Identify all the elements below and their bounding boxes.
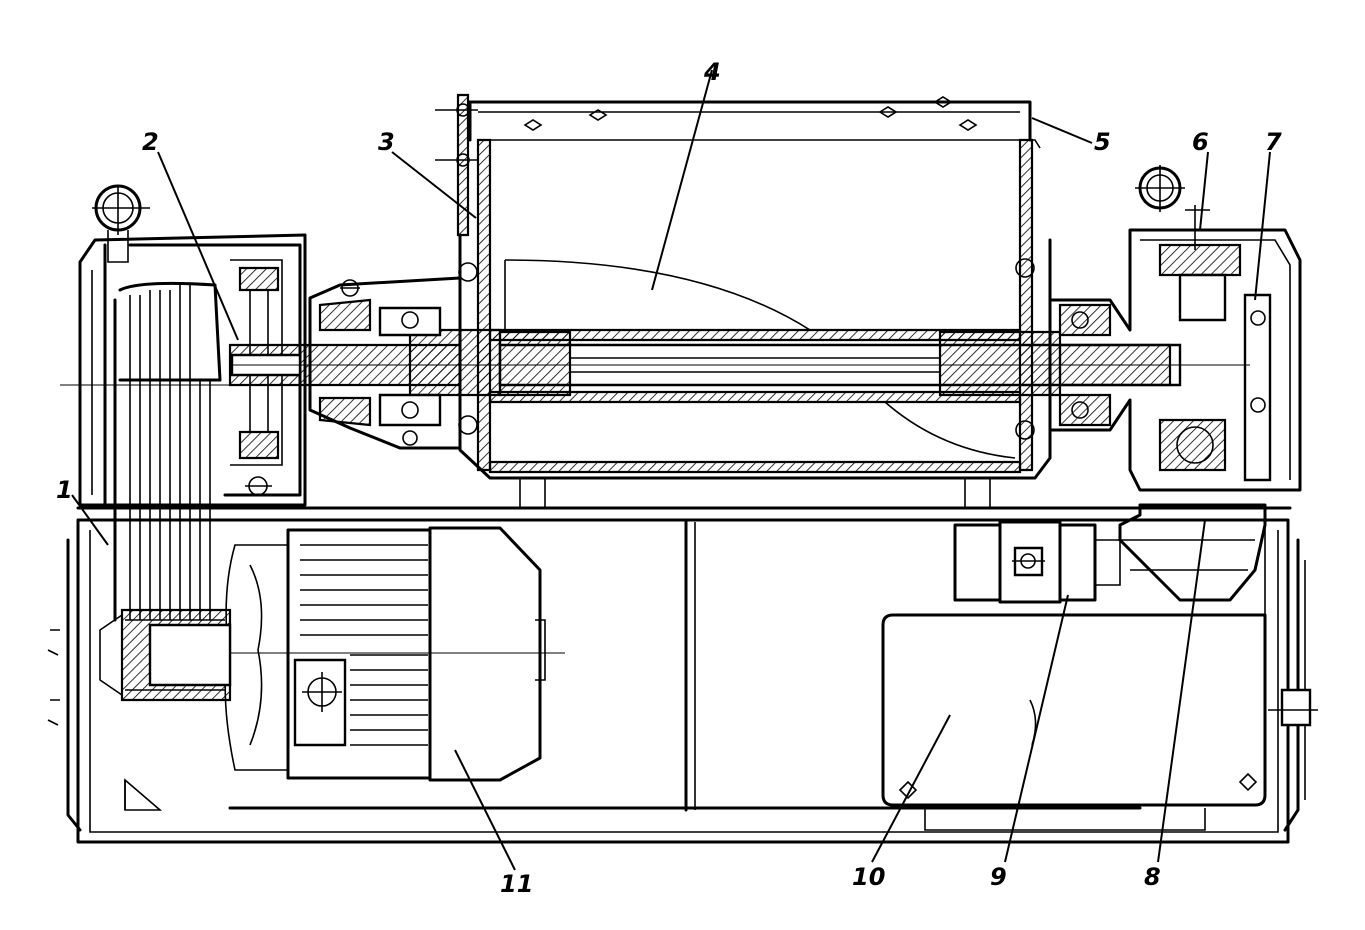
part-labels: 1 2 3 4 5 6 7 8 9 10 11 <box>56 58 1282 898</box>
label-4: 4 <box>703 58 721 86</box>
coupling <box>953 520 1121 604</box>
label-8: 8 <box>1144 863 1161 891</box>
hopper-lid <box>435 93 1041 237</box>
leader-lines <box>71 69 1271 871</box>
control-cabinet <box>881 613 1267 807</box>
label-11: 11 <box>500 870 533 898</box>
label-1: 1 <box>56 476 73 504</box>
base-frame <box>47 506 1318 844</box>
label-5: 5 <box>1094 128 1111 156</box>
left-bearing-assembly <box>308 276 462 450</box>
right-gear-housing <box>1048 165 1302 492</box>
label-3: 3 <box>378 128 395 156</box>
label-9: 9 <box>990 863 1007 891</box>
motor-belt-pulley <box>99 608 232 702</box>
label-10: 10 <box>852 863 885 891</box>
electric-motor <box>200 526 565 782</box>
label-7: 7 <box>1265 128 1282 156</box>
label-2: 2 <box>142 128 159 156</box>
upper-left-housing <box>60 184 307 507</box>
mixing-trough <box>458 138 1052 509</box>
gear-reducer <box>1118 503 1267 620</box>
v-belt-drive <box>103 243 222 622</box>
label-6: 6 <box>1192 128 1209 156</box>
